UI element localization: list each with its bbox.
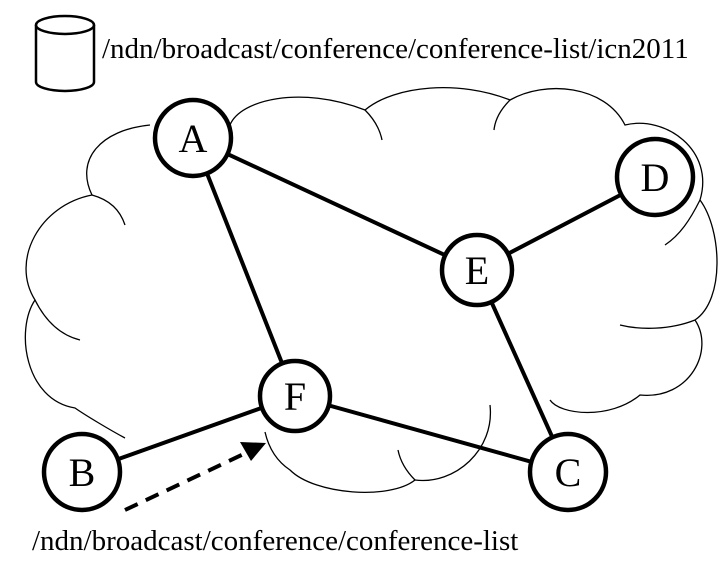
cloud-inner-curve-1 (91, 194, 126, 226)
cloud-outline-bottom (264, 404, 491, 493)
link-a-f (191, 136, 297, 398)
node-c: C (527, 431, 609, 513)
link-f-c (293, 394, 570, 474)
node-b: B (41, 431, 123, 513)
node-a: A (152, 97, 234, 179)
cloud-outline (229, 87, 718, 414)
cloud-inner-curve-2 (34, 299, 81, 341)
node-d: D (614, 136, 696, 218)
cloud-outline-left (24, 124, 151, 439)
node-b-label: B (69, 450, 96, 495)
node-e: E (439, 232, 515, 308)
node-c-label: C (555, 450, 582, 495)
cloud-inner-curve-6 (619, 319, 696, 329)
node-f-label: F (284, 374, 306, 419)
node-f: F (257, 358, 333, 434)
interest-name: /ndn/broadcast/conference/conference-lis… (32, 525, 518, 557)
network-cloud (24, 87, 718, 493)
node-d-label: D (641, 155, 670, 200)
link-a-e (191, 136, 479, 272)
cloud-inner-curve-3 (364, 109, 383, 141)
node-e-label: E (465, 248, 489, 293)
cloud-inner-curve-5 (664, 199, 701, 246)
network-nodes: A B C D E F (41, 97, 696, 513)
content-store-name: /ndn/broadcast/conference/conference-lis… (102, 33, 689, 65)
network-links (80, 136, 657, 474)
cloud-inner-curve-4 (493, 99, 511, 131)
cloud-inner-curve-7 (397, 449, 416, 481)
interest-arrow (124, 442, 266, 512)
node-a-label: A (179, 116, 208, 161)
content-store-icon (34, 14, 96, 93)
